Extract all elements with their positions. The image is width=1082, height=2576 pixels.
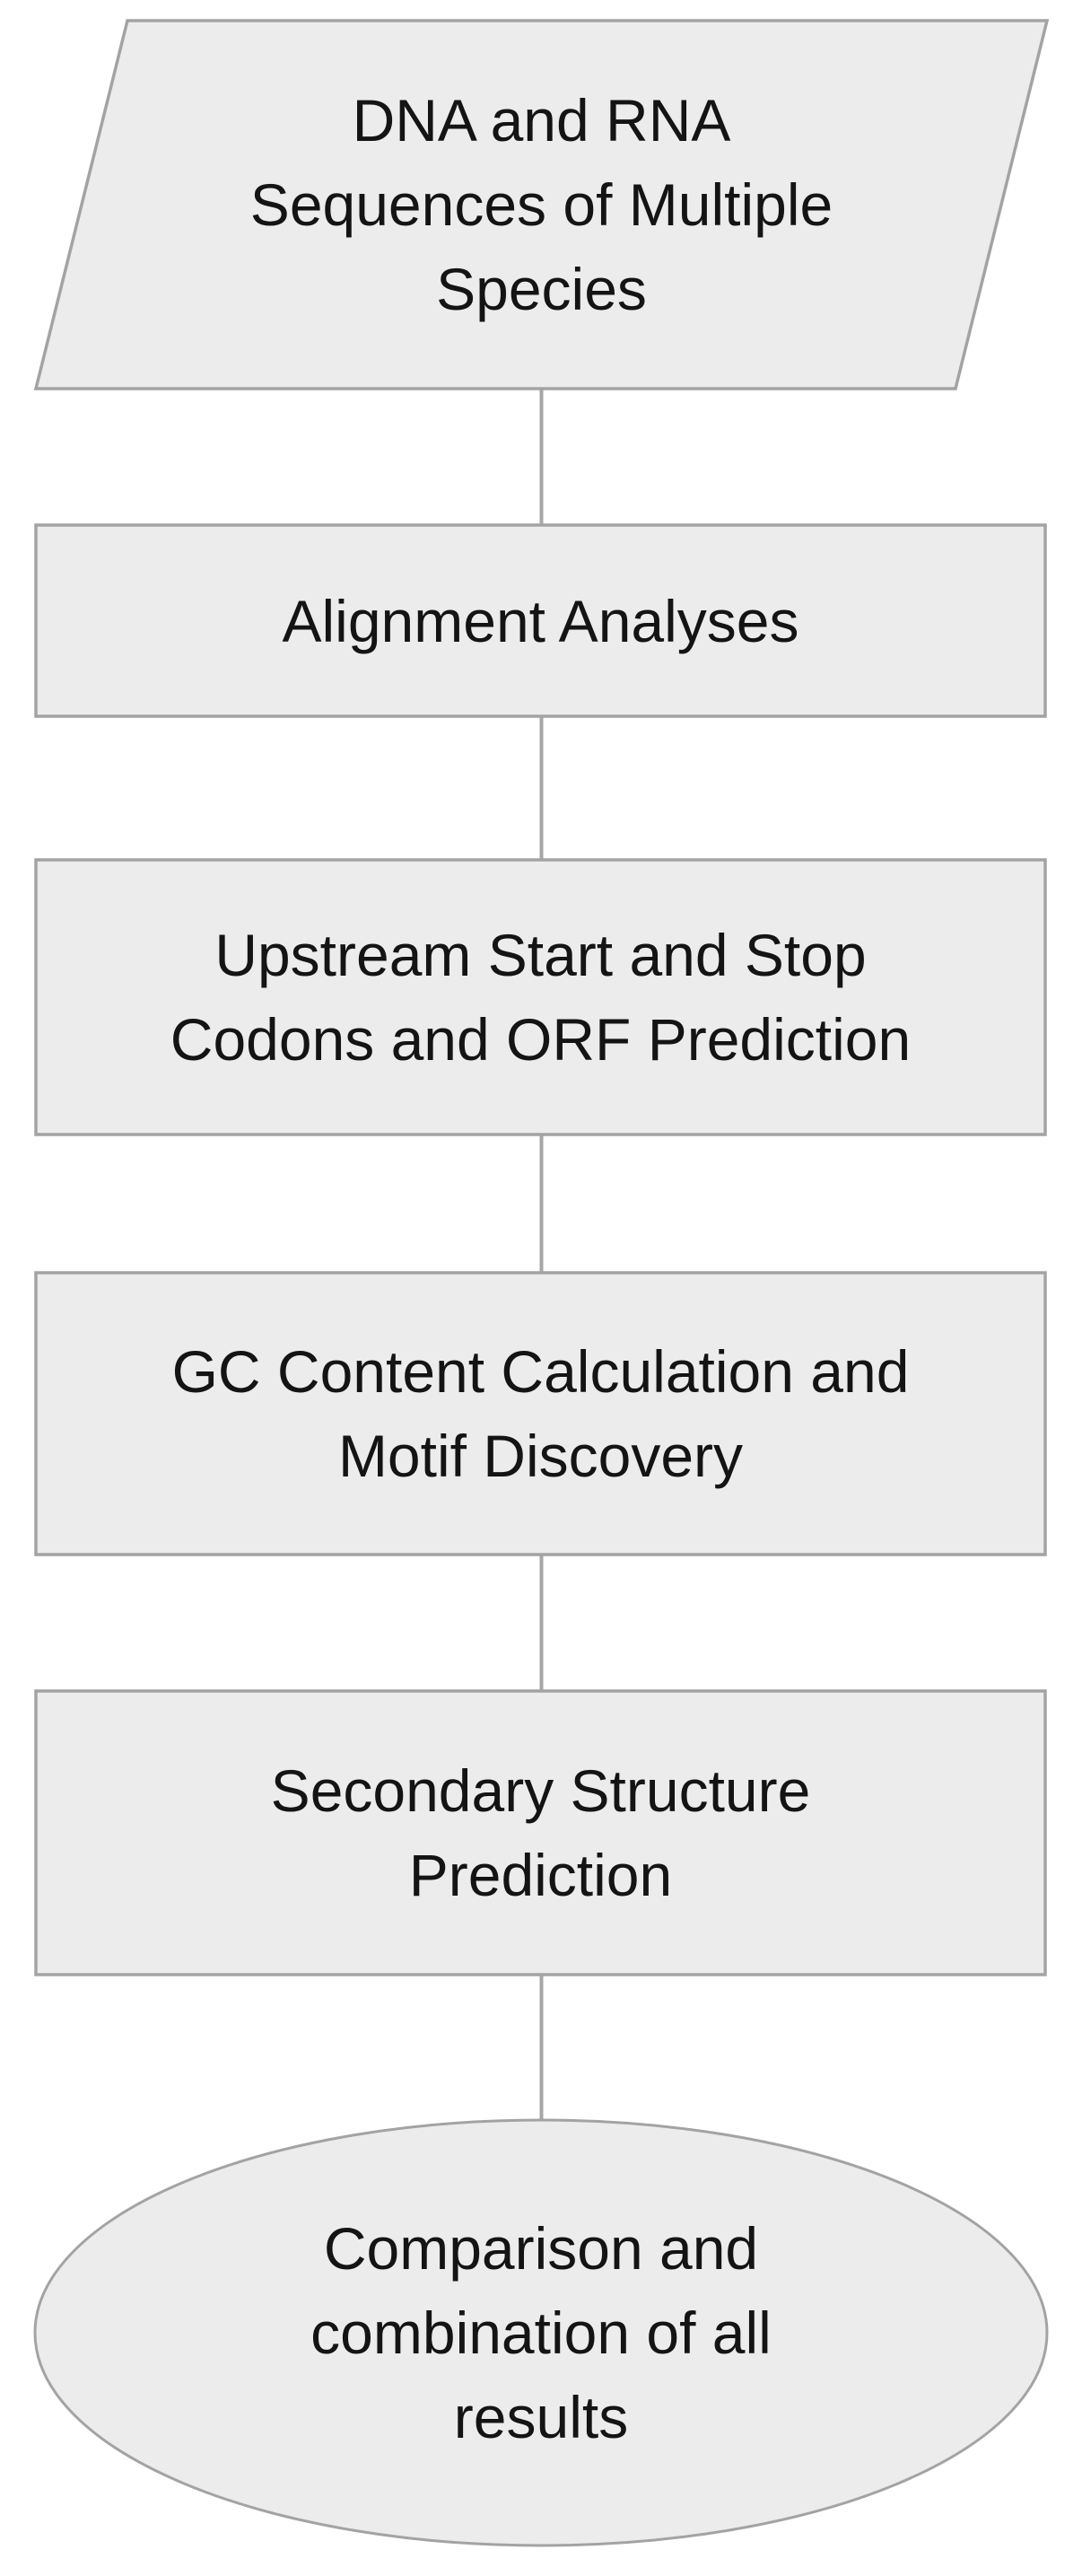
output-ellipse [33, 2118, 1049, 2547]
process-rect-orf-prediction [34, 858, 1047, 1136]
process-rect-alignment [34, 523, 1047, 718]
input-parallelogram [33, 19, 1050, 390]
process-rect-gc-motif [34, 1271, 1047, 1556]
process-rect-secondary-structure [34, 1689, 1047, 1976]
